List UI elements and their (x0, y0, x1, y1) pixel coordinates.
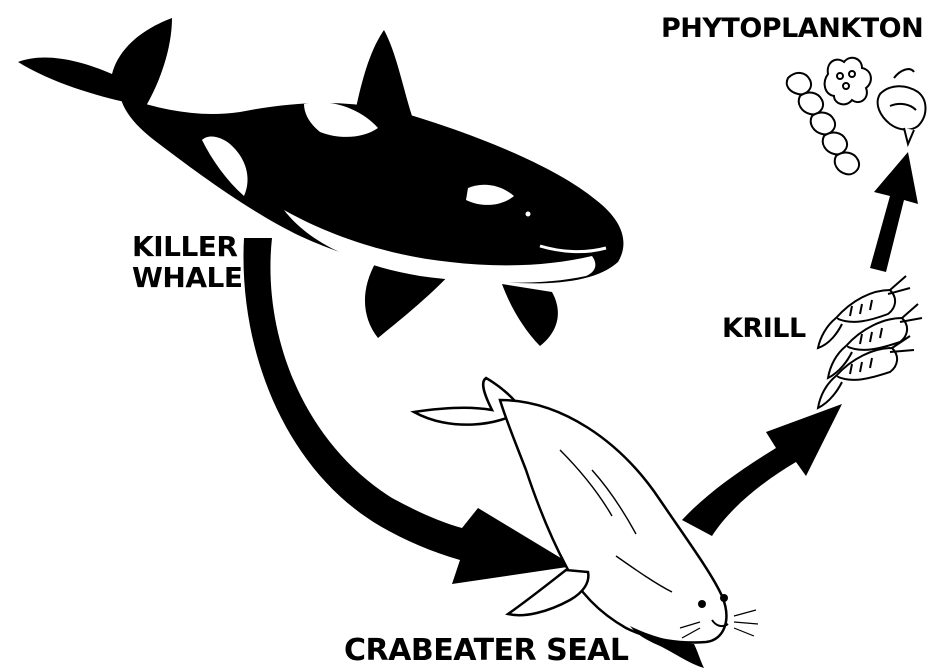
krill-illustration (818, 276, 922, 408)
label-krill: KRILL (722, 314, 806, 344)
killer-whale-illustration (18, 18, 623, 346)
label-killer-whale: KILLER WHALE (132, 231, 242, 294)
arrow-krill-to-phytoplankton (870, 152, 918, 272)
flower-diatom (825, 58, 871, 105)
label-killer-whale-line-2: WHALE (132, 262, 242, 293)
label-killer-whale-line-1: KILLER (132, 231, 242, 262)
label-crabeater-seal: CRABEATER SEAL (344, 634, 629, 668)
arrow-seal-to-krill (682, 404, 842, 536)
dinoflagellate (878, 69, 926, 144)
label-phytoplankton: PHYTOPLANKTON (661, 14, 923, 44)
